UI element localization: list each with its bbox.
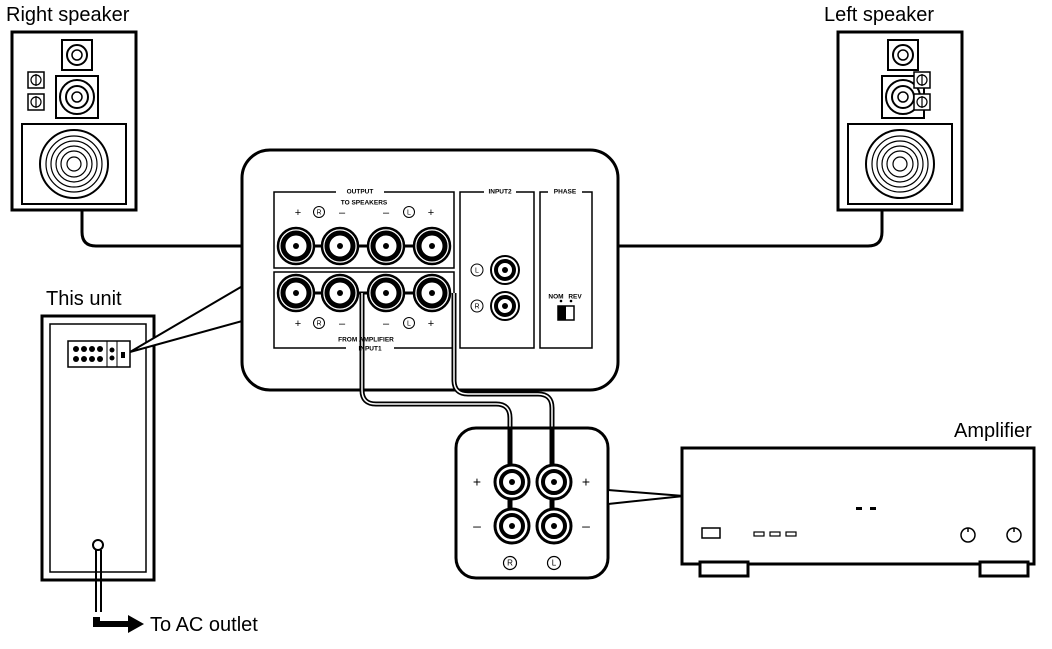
power-cord — [95, 550, 102, 612]
amplifier-label: Amplifier — [954, 420, 1032, 442]
output-polarity-marks: + R – – L + — [295, 206, 434, 219]
right-speaker — [10, 30, 138, 212]
ac-outlet-label: To AC outlet — [150, 614, 258, 636]
panel-labels: OUTPUT TO SPEAKERS INPUT2 PHASE FROM AMP… — [338, 189, 582, 353]
out-minus-l: – — [383, 207, 390, 219]
amp-ch-r: R — [507, 559, 513, 568]
ac-arrow-icon — [93, 615, 144, 633]
in-minus-l: – — [383, 318, 390, 330]
amp-ch-l: L — [552, 559, 557, 568]
amp-terminal-zoom — [454, 426, 610, 580]
rear-panel-zoom — [240, 148, 620, 392]
rca-ch-r: R — [474, 303, 479, 310]
left-speaker-label: Left speaker — [824, 4, 935, 26]
right-speaker-terminal-bottom — [27, 93, 45, 111]
out-plus-l: + — [428, 207, 434, 219]
amp-terminal-marks: + + – – R L — [473, 474, 590, 571]
amp-minus-l: – — [582, 518, 590, 534]
amp-callout — [607, 488, 685, 506]
right-speaker-terminal-top — [27, 71, 45, 89]
amp-plus-l: + — [582, 474, 590, 490]
label-nom: NOM — [548, 294, 563, 301]
in-ch-r: R — [316, 320, 321, 327]
label-from-amplifier: FROM AMPLIFIER — [338, 337, 394, 344]
out-plus-r: + — [295, 207, 301, 219]
left-speaker-terminal-top — [913, 71, 931, 89]
in-plus-l: + — [428, 318, 434, 330]
amp-plus-r: + — [473, 474, 481, 490]
rca-ch-l: L — [475, 267, 479, 274]
in-plus-r: + — [295, 318, 301, 330]
this-unit — [40, 314, 156, 582]
left-speaker-terminal-bottom — [913, 93, 931, 111]
out-minus-r: – — [339, 207, 346, 219]
in-ch-l: L — [407, 320, 411, 327]
label-rev: REV — [568, 294, 582, 301]
right-speaker-label: Right speaker — [6, 4, 130, 26]
label-input2: INPUT2 — [488, 189, 512, 196]
rca-channel-marks: L R — [470, 263, 484, 313]
output-posts — [278, 228, 450, 264]
amplifier — [680, 446, 1036, 578]
this-unit-label: This unit — [46, 288, 122, 310]
out-ch-r: R — [316, 209, 321, 216]
left-speaker — [836, 30, 964, 212]
label-output: OUTPUT — [347, 189, 374, 196]
in-minus-r: – — [339, 318, 346, 330]
label-input1: INPUT1 — [358, 346, 382, 353]
label-to-speakers: TO SPEAKERS — [341, 200, 388, 207]
input-polarity-marks: + R – – L + — [295, 317, 434, 330]
label-phase: PHASE — [554, 189, 577, 196]
out-ch-l: L — [407, 209, 411, 216]
amp-minus-r: – — [473, 518, 481, 534]
